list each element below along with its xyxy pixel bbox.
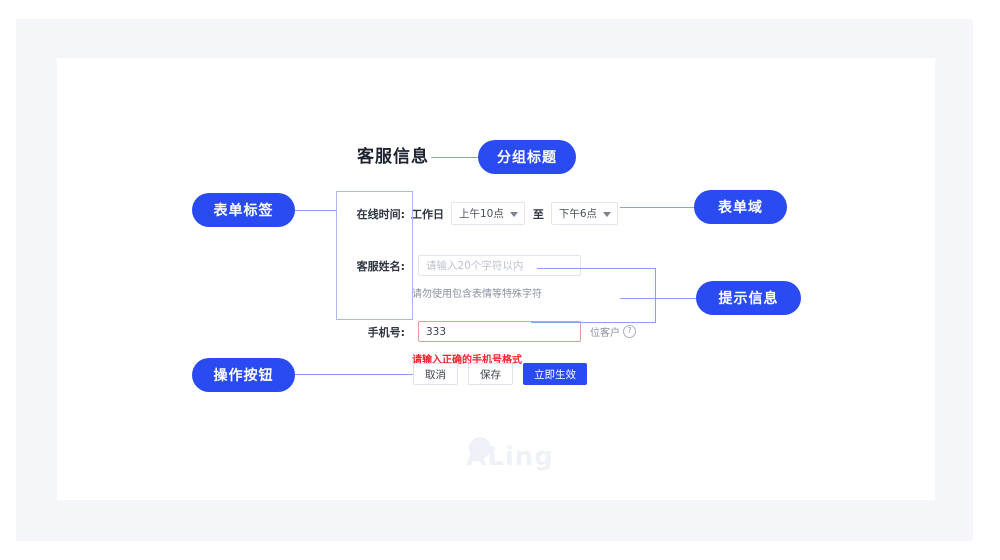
annotation-box-form-label [336,191,413,320]
form-card [57,58,935,500]
value-workday: 工作日 [411,207,444,221]
form-row-agent-name: 客服姓名: 请输入20个字符以内 [336,252,656,279]
time-separator: 至 [532,208,544,221]
hint-agent-name-wrap: 请勿使用包含表情等特殊字符 [412,284,656,302]
connector-form-field [620,207,695,208]
watermark: ALing [455,437,565,477]
phone-suffix-text: 位客户 [590,328,620,339]
input-phone-value: 333 [426,325,447,338]
connector-form-label [295,210,337,211]
input-phone[interactable]: 333 [418,321,581,342]
question-circle-icon[interactable]: ? [623,325,636,338]
input-agent-name[interactable]: 请输入20个字符以内 [418,255,581,276]
input-agent-name-placeholder: 请输入20个字符以内 [426,260,524,272]
badge-group-title[interactable]: 分组标题 [478,140,576,174]
error-phone-wrap: 请输入正确的手机号格式 [412,350,656,368]
chevron-down-icon [509,211,518,217]
label-online-time: 在线时间: [356,207,405,221]
save-button[interactable]: 保存 [468,363,513,385]
phone-suffix: 位客户 ? [590,324,636,339]
chevron-down-icon [603,211,612,217]
error-phone: 请输入正确的手机号格式 [412,355,522,366]
watermark-dot [469,437,491,459]
hint-agent-name: 请勿使用包含表情等特殊字符 [412,289,542,300]
form-row-online-time: 在线时间: 工作日 上午10点 至 下午6点 [336,200,656,227]
connector-hint-mid [620,298,697,299]
connector-hint-top [537,268,655,269]
label-agent-name: 客服姓名: [356,259,405,273]
group-title: 客服信息 [357,147,429,166]
connector-hint-right [655,268,656,323]
connector-hint-bottom [531,322,656,323]
badge-hint-message[interactable]: 提示信息 [696,281,801,315]
watermark-text: ALing [466,442,554,472]
action-buttons: 取消 保存 立即生效 [413,363,587,385]
select-end-time[interactable]: 下午6点 [550,202,619,225]
label-phone: 手机号: [367,325,405,339]
cancel-button[interactable]: 取消 [413,363,458,385]
form-row-phone: 手机号: 333 位客户 ? [336,318,656,345]
badge-action-buttons[interactable]: 操作按钮 [192,358,295,392]
badge-form-field[interactable]: 表单域 [694,190,787,224]
apply-button[interactable]: 立即生效 [523,363,587,385]
select-start-time[interactable]: 上午10点 [451,202,525,225]
select-start-time-value: 上午10点 [459,208,504,220]
select-end-time-value: 下午6点 [558,208,598,220]
connector-group-title [431,157,483,158]
badge-form-label[interactable]: 表单标签 [192,193,295,227]
form-body: 在线时间: 工作日 上午10点 至 下午6点 客服姓名: 请输入20个字符以内 … [336,191,656,368]
connector-action-buttons [295,374,413,375]
